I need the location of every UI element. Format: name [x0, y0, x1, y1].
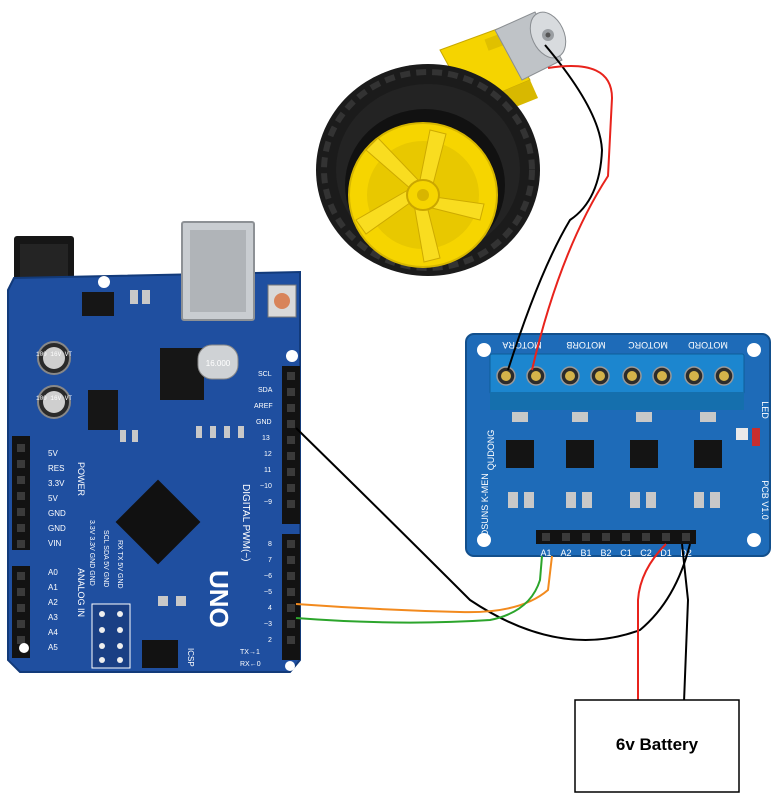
electrolytic-capacitor: 100 16V VT: [36, 341, 72, 375]
pin-label: GND: [48, 524, 66, 533]
motor-can: [494, 11, 567, 81]
pin-label: A4: [48, 628, 58, 637]
input-pin-header: [536, 530, 696, 544]
pin-label: ~9: [264, 499, 272, 506]
pin-label: 4: [268, 605, 272, 612]
power-label: POWER: [76, 462, 86, 497]
usb-chip: [160, 348, 204, 400]
input-pin-labels: A1 A2 B1 B2 C1 C2 D1 D2: [540, 548, 691, 558]
digital-pin-labels: 12 11 ~10 ~9 8 7 ~6 ~5 4 ~3 2 TX→1 RX←0: [240, 451, 272, 668]
uno-logo: UNO: [204, 570, 234, 628]
wire-gnd-black: [295, 427, 691, 641]
pin-label: RX←0: [240, 661, 261, 668]
pin-label: 5V: [48, 449, 58, 458]
battery-label: 6v Battery: [615, 735, 699, 754]
analog-in-label: ANALOG IN: [76, 568, 86, 617]
pin-label: C2: [640, 548, 652, 558]
pin-label: 12: [264, 451, 272, 458]
pin-label: RES: [48, 464, 64, 473]
motor-b-label: MOTORB: [566, 340, 605, 350]
pin-label: 11: [264, 467, 271, 474]
pin-label: 2: [268, 637, 272, 644]
pin-label: AREF: [254, 403, 273, 410]
pin-label: B1: [580, 548, 591, 558]
pin-label: D1: [660, 548, 672, 558]
pin-label: 13: [262, 435, 270, 442]
pin-label: A5: [48, 643, 58, 652]
crystal-label: 16.000: [206, 359, 231, 368]
wire-signal-green: [295, 555, 543, 624]
pin-label: A1: [540, 548, 551, 558]
pin-label: 5V: [48, 494, 58, 503]
pin-label: C1: [620, 548, 632, 558]
pin-label: D2: [680, 548, 692, 558]
arduino-uno-board: 100 16V VT 100 16V VT 16.000: [7, 221, 301, 673]
reset-button: [267, 284, 297, 318]
screw-terminals: [489, 353, 745, 410]
pin-label: SCL SDA 5V GND: [102, 530, 109, 587]
brand-label-2: BOSUNS K-MEN: [480, 473, 490, 543]
pin-label: A0: [48, 568, 58, 577]
battery-box: [574, 699, 740, 793]
wire-battery-black: [681, 543, 690, 703]
digital-pwm-label: DIGITAL PWM(~): [240, 484, 251, 562]
digital-header-top: [282, 366, 300, 524]
pin-label: ~5: [264, 589, 272, 596]
analog-pin-labels: A0 A1 A2 A3 A4 A5: [48, 568, 58, 652]
voltage-regulator: [82, 292, 114, 316]
bottom-text-labels: RX TX 5V GND SCL SDA 5V GND 3.3V 3.3V GN…: [88, 520, 123, 589]
motor-c-label: MOTORC: [628, 340, 668, 350]
led-indicator: [736, 428, 760, 446]
wheel: [316, 64, 540, 276]
pin-label: ~6: [264, 573, 272, 580]
pin-label: B2: [600, 548, 611, 558]
pin-label: 3.3V 3.3V GND GND: [88, 520, 95, 586]
led-label: LED: [760, 401, 770, 419]
dc-gear-motor-with-wheel: [316, 11, 567, 276]
pin-label: 8: [268, 541, 272, 548]
pin-label: RX TX 5V GND: [116, 540, 123, 589]
wires: [295, 44, 691, 703]
motor-d-label: MOTORD: [688, 340, 728, 350]
wire-motor-black: [507, 44, 604, 371]
cap-label: 100 16V VT: [36, 395, 72, 402]
atmega328p-chip: [115, 479, 201, 565]
power-pin-labels: 5V RES 3.3V 5V GND GND VIN: [48, 449, 66, 548]
pin-label: ~3: [264, 621, 272, 628]
pcb-version-label: PCB V1.0: [760, 480, 770, 520]
pin-label: GND: [48, 509, 66, 518]
pin-label: ~10: [260, 483, 272, 490]
brand-label: QUDONG: [486, 430, 496, 471]
motor-driver-board: MOTORA MOTORB MOTORC MOTORD QUDONG BOSUN…: [465, 333, 771, 558]
crystal: [197, 344, 239, 380]
wire-signal-orange: [295, 555, 553, 614]
motor-a-label: MOTORA: [502, 340, 541, 350]
pin-label: GND: [256, 419, 272, 426]
pin-label: A2: [48, 598, 58, 607]
pin-label: A1: [48, 583, 58, 592]
driver-ics: [506, 440, 722, 468]
pin-label: VIN: [48, 539, 62, 548]
pin-label: TX→1: [240, 649, 260, 656]
pin-label: 3.3V: [48, 479, 65, 488]
header-top-labels: SCL SDA AREF GND 13: [254, 371, 273, 442]
icsp-label: ICSP: [186, 648, 195, 667]
pin-label: A2: [560, 548, 571, 558]
wire-battery-red: [637, 543, 667, 702]
pin-label: 7: [268, 557, 272, 564]
cap-label: 100 16V VT: [36, 351, 72, 358]
electrolytic-capacitor: 100 16V VT: [36, 385, 72, 419]
wire-motor-red: [531, 65, 614, 371]
pin-label: A3: [48, 613, 58, 622]
small-ic: [88, 390, 118, 430]
icsp-header: [91, 603, 178, 669]
digital-header-bottom: [282, 534, 300, 660]
pin-label: SDA: [258, 387, 273, 394]
pin-label: SCL: [258, 371, 272, 378]
